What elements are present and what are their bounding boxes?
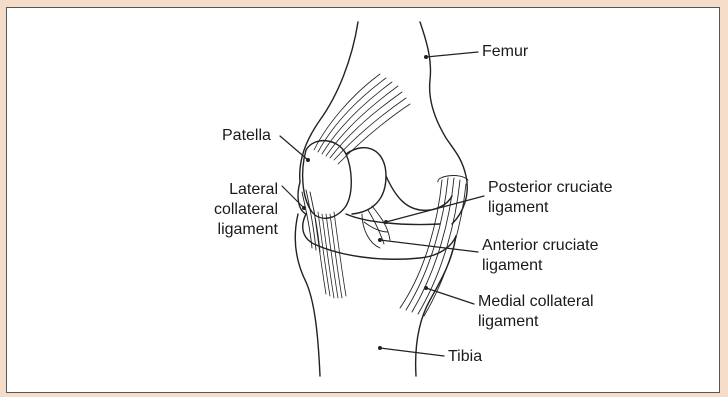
tibial-plateau xyxy=(303,214,456,259)
femur-leader xyxy=(426,52,478,57)
patella-label: Patella xyxy=(222,126,271,146)
tibia-leader xyxy=(380,348,444,356)
cruciate-ligaments xyxy=(362,206,390,248)
patellar-ligament xyxy=(314,210,346,298)
medial-collateral-ligament xyxy=(400,176,468,316)
tibia-outline xyxy=(295,214,456,376)
patella-leader xyxy=(280,136,308,160)
medial-collateral-label: Medial collateral ligament xyxy=(478,292,594,332)
posterior-cruciate-label: Posterior cruciate ligament xyxy=(488,178,613,218)
anterior-cruciate-leader xyxy=(380,240,478,252)
lateral-collateral-label: Lateral collateral ligament xyxy=(200,180,278,240)
leader-lines xyxy=(280,52,484,356)
anterior-cruciate-label: Anterior cruciate ligament xyxy=(482,236,599,276)
leader-dots xyxy=(302,55,428,350)
quadriceps-tendon xyxy=(314,74,410,164)
lateral-collateral-leader xyxy=(282,186,304,208)
femoral-condyle xyxy=(346,148,452,214)
femur-label: Femur xyxy=(482,42,528,62)
tibia-label: Tibia xyxy=(448,347,482,367)
medial-collateral-leader xyxy=(426,288,474,304)
